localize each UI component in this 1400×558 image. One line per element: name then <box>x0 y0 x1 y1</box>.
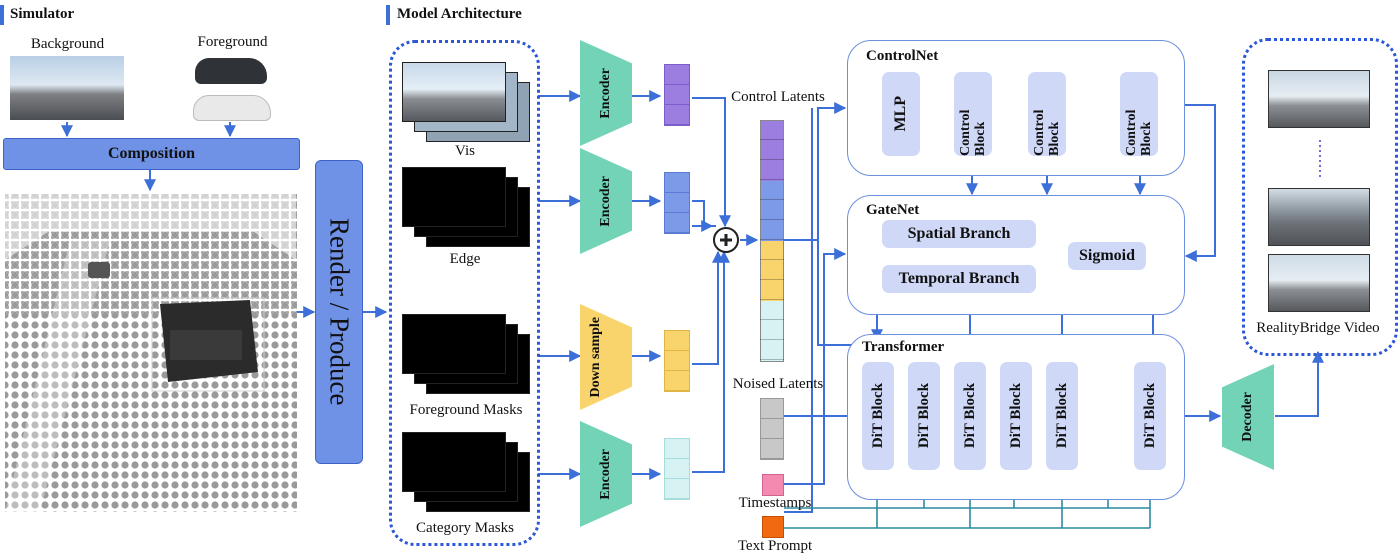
foreground-car-white <box>193 95 271 121</box>
edge-label: Edge <box>449 251 481 267</box>
foreground-masks-label: Foreground Masks <box>409 402 523 418</box>
dit-block-5: DiT Block <box>1046 362 1078 470</box>
render-produce-label: Render / Produce <box>324 218 355 406</box>
background-image <box>10 56 124 120</box>
output-frame-2 <box>1268 188 1370 246</box>
noised-latents-stack <box>760 398 784 460</box>
latent-cube-category <box>664 438 690 500</box>
latent-cube-edge <box>664 172 690 234</box>
category-masks-label: Category Masks <box>416 520 514 536</box>
gatenet-title: GateNet <box>866 202 920 218</box>
mlp-block: MLP <box>882 72 920 156</box>
spatial-branch: Spatial Branch <box>882 220 1036 248</box>
background-label: Background <box>30 36 105 52</box>
control-block-1: Control Block <box>954 72 992 156</box>
dit-block-2: DiT Block <box>908 362 940 470</box>
sigmoid-block: Sigmoid <box>1068 242 1146 270</box>
temporal-branch: Temporal Branch <box>882 265 1036 293</box>
control-latents-label: Control Latents <box>731 89 825 105</box>
point-cloud-scene <box>5 194 297 512</box>
output-label: RealityBridge Video <box>1256 320 1380 336</box>
output-panel <box>1242 38 1398 356</box>
dit-block-1: DiT Block <box>862 362 894 470</box>
timestamps-cube <box>762 474 784 496</box>
control-latents-grid <box>760 120 784 362</box>
noised-latents-label: Noised Latents <box>732 376 824 392</box>
foreground-car-dark <box>195 58 267 84</box>
simulator-bar <box>0 5 4 25</box>
text-prompt-cube <box>762 516 784 538</box>
dit-block-4: DiT Block <box>1000 362 1032 470</box>
foreground-label: Foreground <box>197 34 268 50</box>
model-bar <box>386 5 390 25</box>
text-prompt-label: Text Prompt <box>737 538 813 554</box>
simulator-arrows <box>61 122 388 318</box>
control-block-3: Control Block <box>1120 72 1158 156</box>
control-latents-stack <box>760 120 784 362</box>
vis-label: Vis <box>455 143 475 159</box>
gatenet-panel <box>847 195 1185 315</box>
composition-box: Composition <box>3 138 300 170</box>
model-title: Model Architecture <box>397 6 522 22</box>
controlnet-title: ControlNet <box>866 48 939 64</box>
dit-block-6: DiT Block <box>1134 362 1166 470</box>
sum-operator <box>713 227 739 253</box>
output-frame-3 <box>1268 254 1370 312</box>
latent-cube-foreground <box>664 330 690 392</box>
control-block-2: Control Block <box>1028 72 1066 156</box>
dit-block-3: DiT Block <box>954 362 986 470</box>
render-produce-box: Render / Produce <box>315 160 363 464</box>
simulator-title: Simulator <box>10 6 75 22</box>
output-frame-1 <box>1268 70 1370 128</box>
transformer-title: Transformer <box>862 339 945 355</box>
inputs-panel <box>389 40 540 546</box>
timestamps-label: Timestamps <box>738 495 812 511</box>
latent-cube-vis <box>664 64 690 126</box>
